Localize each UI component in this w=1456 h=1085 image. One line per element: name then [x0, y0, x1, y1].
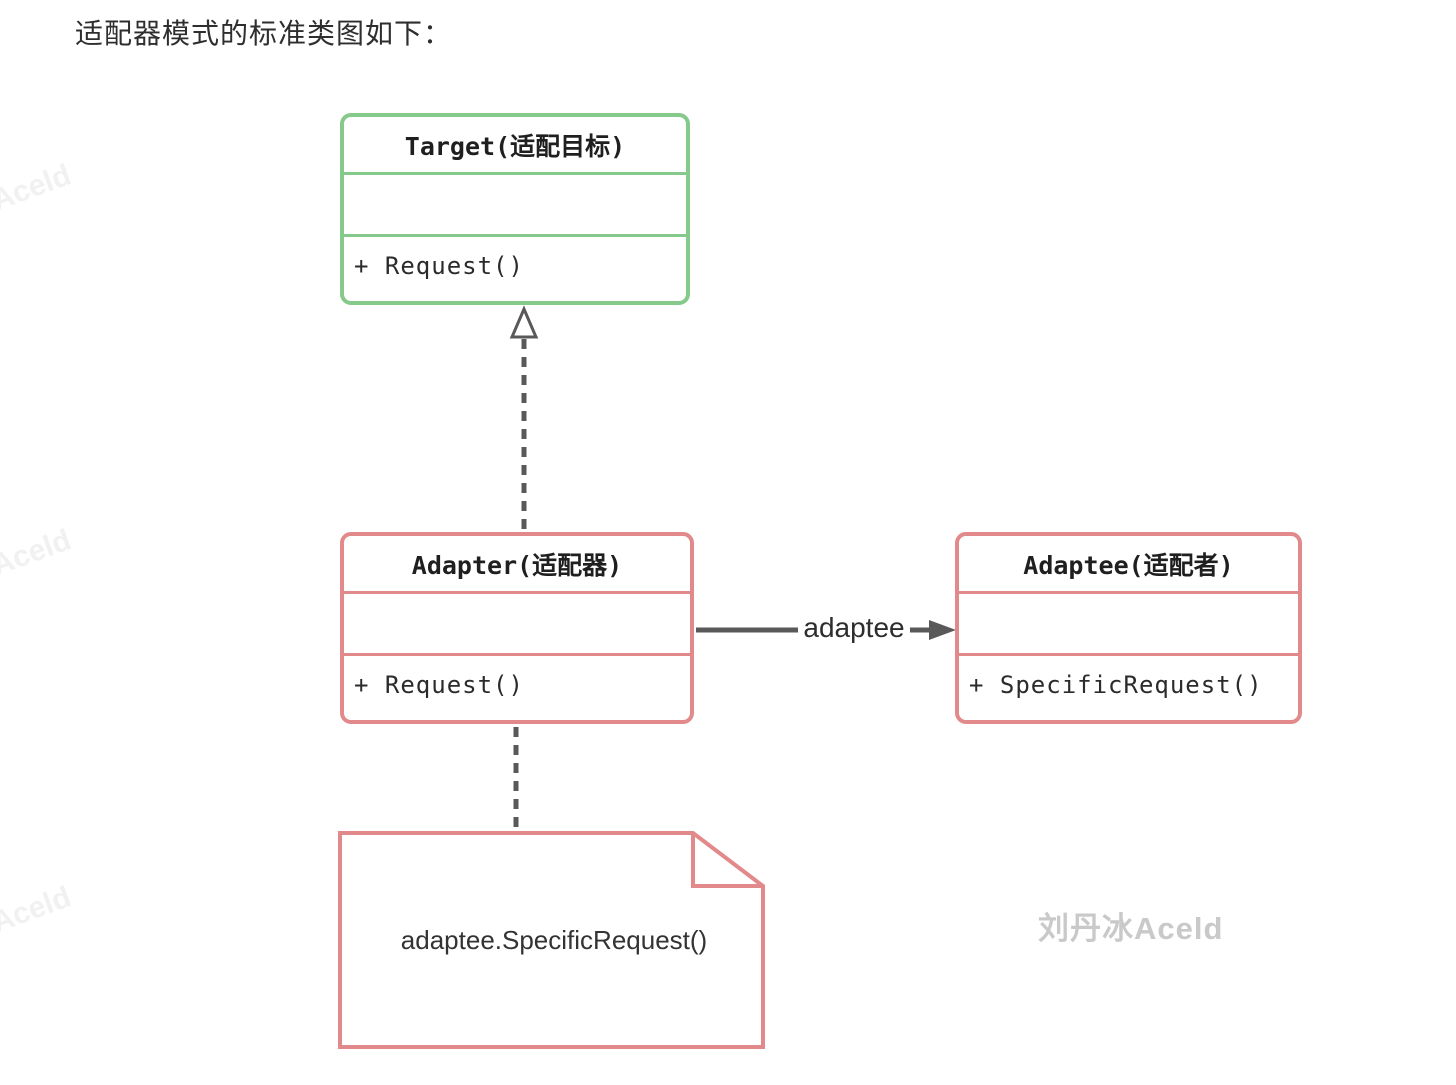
class-box-target: Target(适配目标) + Request() [340, 113, 690, 305]
class-name-target: Target(适配目标) [344, 117, 686, 175]
class-method-adaptee: + SpecificRequest() [969, 671, 1263, 699]
realization-arrow-adapter-to-target [509, 305, 539, 531]
class-box-adapter: Adapter(适配器) + Request() [340, 532, 694, 724]
page-title: 适配器模式的标准类图如下： [75, 18, 453, 49]
class-name-adaptee: Adaptee(适配者) [959, 536, 1298, 594]
association-label-adaptee: adaptee [798, 612, 910, 644]
filled-arrowhead [929, 620, 956, 640]
note-text: adaptee.SpecificRequest() [400, 925, 708, 955]
watermark-main: 刘丹冰Aceld [1038, 911, 1224, 946]
class-name-adapter: Adapter(适配器) [344, 536, 690, 594]
hollow-triangle-arrowhead [509, 305, 539, 339]
class-attributes-adapter [344, 594, 690, 656]
class-method-target: + Request() [354, 252, 524, 280]
uml-note-shape [338, 831, 765, 1049]
note-folded-corner [691, 833, 763, 888]
class-box-adaptee: Adaptee(适配者) + SpecificRequest() [955, 532, 1302, 724]
class-method-adapter: + Request() [354, 671, 524, 699]
association-arrow-adapter-to-adaptee [696, 620, 956, 640]
class-attributes-target [344, 175, 686, 237]
class-attributes-adaptee [959, 594, 1298, 656]
